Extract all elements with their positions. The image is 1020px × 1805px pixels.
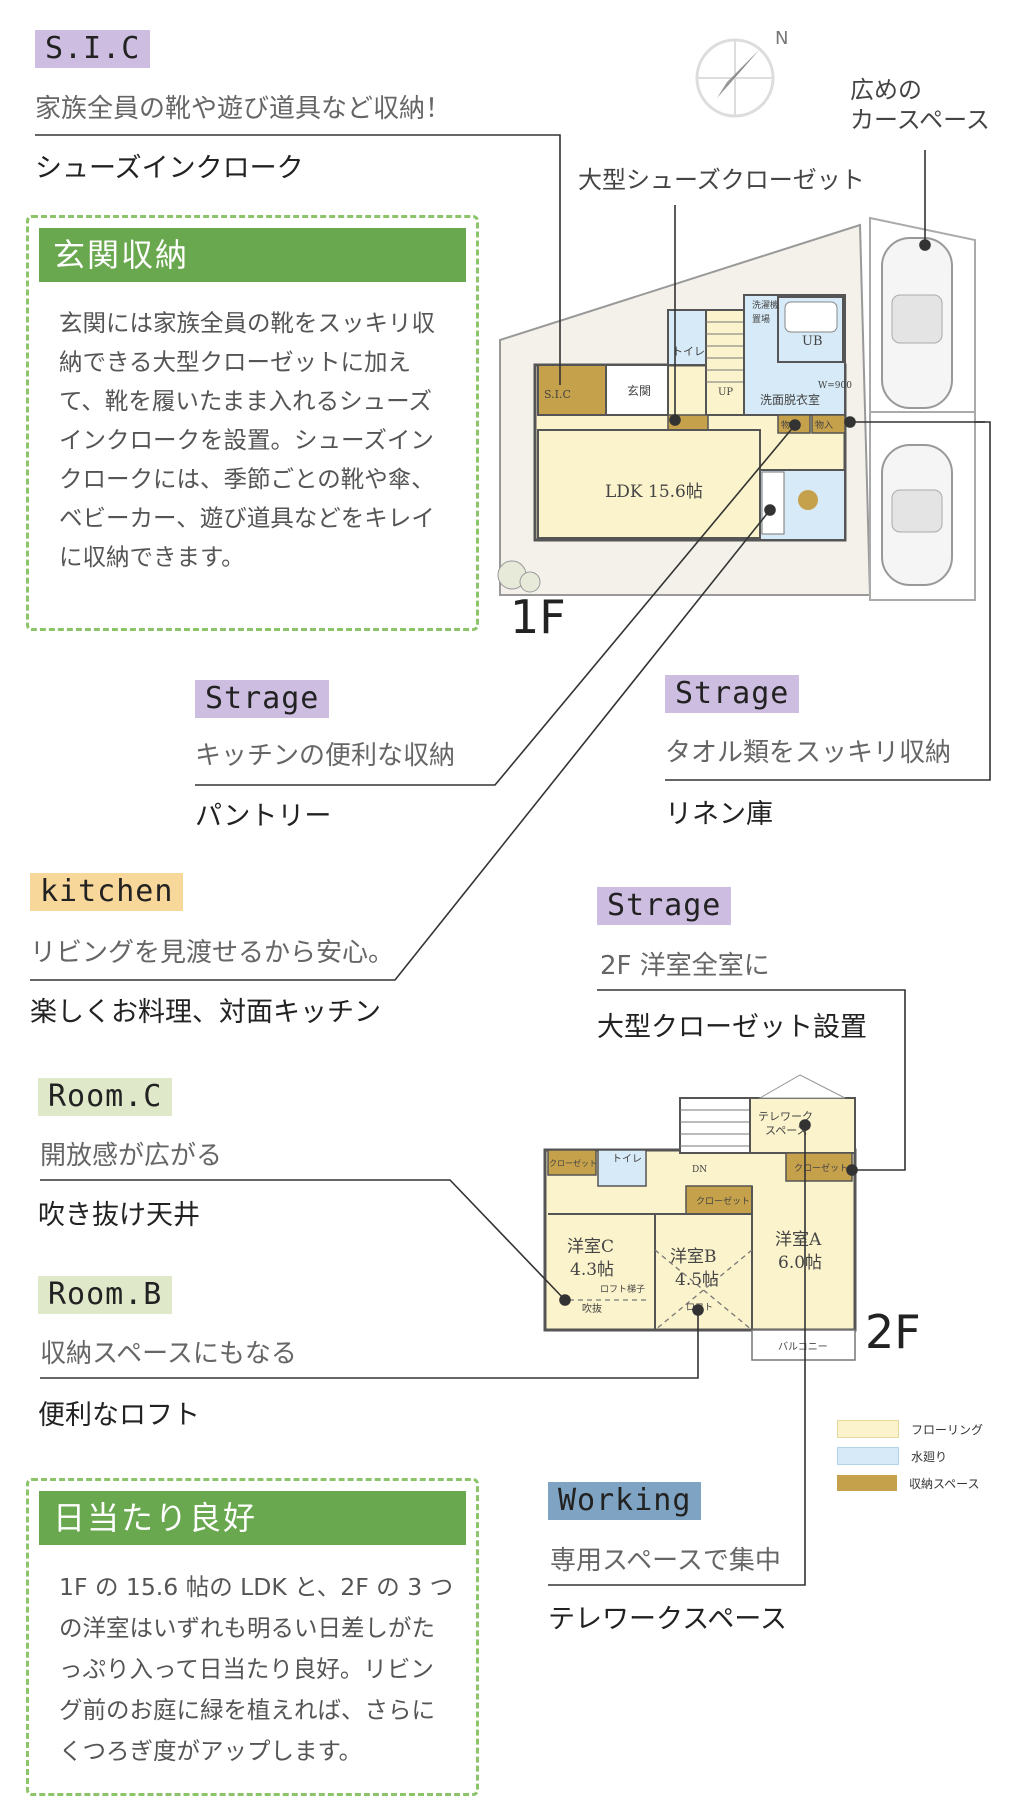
room-c-subtitle: 開放感が広がる	[40, 1141, 223, 1171]
working-heading: テレワークスペース	[548, 1604, 787, 1635]
legend-label: 収納スペース	[909, 1476, 980, 1491]
kitchen-heading: 楽しくお料理、対面キッチン	[30, 997, 381, 1028]
linen-heading: リネン庫	[665, 799, 773, 830]
floor-plan-1f: S.I.C 玄関 トイレ UP 洗濯機 置場 UB W=900 洗面脱衣室 物入…	[497, 216, 976, 601]
plan-label-room-c-size: 4.3帖	[570, 1260, 614, 1280]
plan-label-genkan: 玄関	[627, 383, 651, 398]
plan-label-ub: UB	[802, 334, 823, 349]
floor-plan-2f: テレワーク スペース トイレ DN クローゼット クローゼット クローゼット 洋…	[543, 1074, 857, 1361]
room-b-heading: 便利なロフト	[38, 1400, 200, 1431]
plan-label-monoire-2: 物入	[815, 419, 833, 431]
sunshine-box-title: 日当たり良好	[39, 1491, 466, 1545]
legend-label: 水廻り	[911, 1449, 948, 1464]
pantry-subtitle: キッチンの便利な収納	[195, 741, 456, 771]
legend-item: フローリング	[837, 1418, 983, 1440]
room-c-tag: Room.C	[38, 1078, 173, 1116]
plan-label-dn: DN	[692, 1165, 707, 1175]
plan-label-sentaku: 洗濯機	[752, 299, 779, 311]
plan-label-balcony: バルコニー	[778, 1341, 828, 1353]
room-b-subtitle: 収納スペースにもなる	[40, 1339, 297, 1369]
genkan-box-title: 玄関収納	[39, 228, 466, 282]
big-shoe-closet-label: 大型シューズクローゼット	[578, 166, 865, 194]
plan-label-room-a: 洋室A	[775, 1230, 822, 1250]
plan-label-wdim: W=900	[818, 381, 852, 391]
plan-label-room-b-size: 4.5帖	[675, 1270, 719, 1290]
working-tag: Working	[548, 1482, 702, 1520]
legend-item: 水廻り	[837, 1445, 983, 1467]
genkan-storage-box: 玄関収納 玄関には家族全員の靴をスッキリ収納できる大型クローゼットに加えて、靴を…	[26, 215, 479, 631]
plan-label-senmen: 洗面脱衣室	[760, 392, 820, 407]
closet-2f-tag: Strage	[597, 887, 732, 925]
sunshine-box: 日当たり良好 1F の 15.6 帖の LDK と、2F の 3 つの洋室はいず…	[26, 1478, 479, 1796]
plan-label-telework-1: テレワーク	[758, 1110, 813, 1123]
car-space-label: 広めの カースペース	[850, 76, 990, 134]
plan-label-up: UP	[718, 387, 733, 398]
room-b-tag: Room.B	[38, 1276, 173, 1314]
legend-item: 収納スペース	[837, 1472, 983, 1494]
plan-label-closet-a: クローゼット	[794, 1162, 848, 1174]
pantry-tag: Strage	[195, 680, 330, 718]
working-subtitle: 専用スペースで集中	[550, 1546, 781, 1576]
plan-label-room-a-size: 6.0帖	[778, 1253, 822, 1273]
plan-label-ldk: LDK 15.6帖	[605, 482, 703, 502]
closet-2f-subtitle: 2F 洋室全室に	[600, 951, 770, 981]
sic-subtitle: 家族全員の靴や遊び道具など収納！	[35, 94, 452, 124]
leader-lines	[30, 134, 991, 1586]
pantry-heading: パントリー	[195, 801, 332, 832]
plan-label-room-c: 洋室C	[567, 1237, 614, 1257]
plan-label-fukinuke: 吹抜	[582, 1302, 602, 1315]
plan-label-closet-c: クローゼット	[549, 1158, 597, 1168]
legend-label: フローリング	[911, 1422, 984, 1437]
floor-label-1f: 1F	[510, 590, 566, 644]
room-c-heading: 吹き抜け天井	[38, 1200, 200, 1231]
kitchen-subtitle: リビングを見渡せるから安心。	[30, 938, 395, 968]
sunshine-box-body: 1F の 15.6 帖の LDK と、2F の 3 つの洋室はいずれも明るい日差…	[59, 1573, 454, 1765]
legend-swatch-water	[837, 1447, 899, 1465]
plan-label-toilet: トイレ	[672, 345, 705, 358]
sic-tag: S.I.C	[35, 30, 151, 68]
car-icon	[881, 444, 953, 586]
plan-label-telework-2: スペース	[765, 1124, 808, 1137]
closet-2f-heading: 大型クローゼット設置	[597, 1012, 867, 1043]
linen-subtitle: タオル類をスッキリ収納	[665, 738, 952, 768]
plan-label-loft-ladder: ロフト梯子	[600, 1283, 645, 1295]
compass-icon: N	[695, 28, 788, 118]
sic-heading: シューズインクローク	[35, 153, 304, 184]
legend-swatch-storage	[837, 1475, 897, 1491]
kitchen-tag: kitchen	[30, 873, 184, 911]
plan-label-shoki: 置場	[752, 313, 770, 325]
plan-label-room-b: 洋室B	[670, 1247, 717, 1267]
car-icon	[881, 237, 953, 409]
floor-label-2f: 2F	[865, 1305, 921, 1359]
compass-north-label: N	[775, 28, 788, 49]
legend: フローリング 水廻り 収納スペース	[837, 1418, 983, 1494]
plan-label-sic: S.I.C	[544, 388, 571, 401]
plan-label-closet-b: クローゼット	[696, 1195, 750, 1207]
linen-tag: Strage	[665, 675, 800, 713]
legend-swatch-flooring	[837, 1420, 899, 1438]
genkan-box-body: 玄関には家族全員の靴をスッキリ収納できる大型クローゼットに加えて、靴を履いたまま…	[59, 309, 435, 571]
plan-label-toilet-2f: トイレ	[612, 1154, 642, 1165]
